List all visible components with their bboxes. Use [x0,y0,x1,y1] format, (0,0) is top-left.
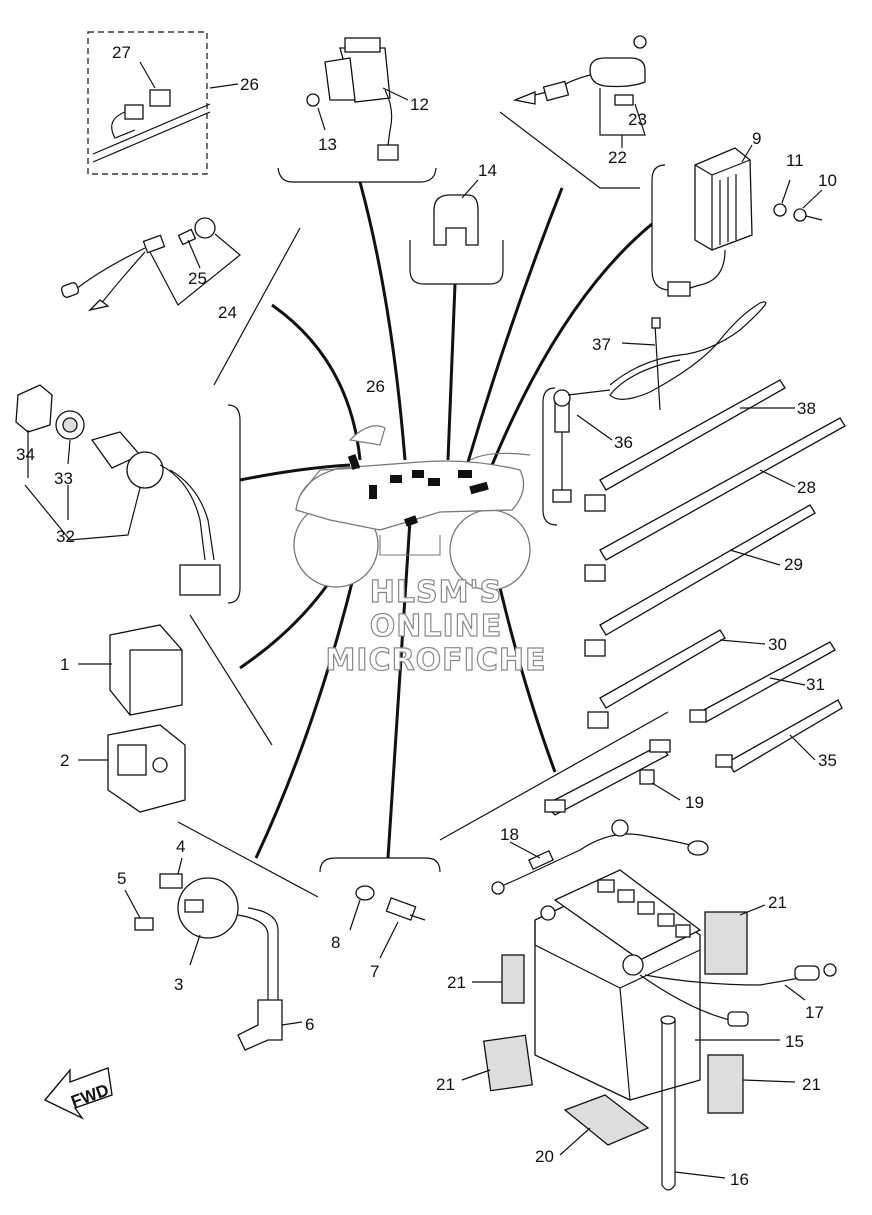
callout-36: 36 [614,433,633,452]
part-3-coil [177,877,283,1051]
callout-24: 24 [218,303,237,322]
part-24-lead [60,217,216,312]
callout-21-d: 21 [802,1075,821,1094]
part-35-cable-tie [715,699,843,773]
callout-21-c: 21 [436,1075,455,1094]
callout-18: 18 [500,825,519,844]
fwd-arrow-icon: FWD [43,1067,113,1120]
callout-19: 19 [685,793,704,812]
callout-3: 3 [174,975,183,994]
callout-9: 9 [752,129,761,148]
callout-10: 10 [818,171,837,190]
callout-7: 7 [370,962,379,981]
part-2-holder [107,724,186,813]
part-7-switch [385,897,426,921]
callout-6: 6 [305,1015,314,1034]
callout-32: 32 [56,527,75,546]
part-17-cable [639,963,837,1027]
part-1-relay-unit [109,624,183,716]
callout-1: 1 [60,655,69,674]
callout-4: 4 [176,837,185,856]
part-14-cover [433,194,479,246]
callout-17: 17 [805,1003,824,1022]
watermark-line-2: ONLINE [370,609,503,644]
callout-28: 28 [797,478,816,497]
part-4-bolt [159,873,183,889]
part-16-tube [660,1015,676,1191]
part-37-cable [609,301,767,411]
callout-16: 16 [730,1170,749,1189]
callout-37: 37 [592,335,611,354]
part-18-cable [491,819,709,895]
part-32-ignition-switch [15,384,221,596]
watermark-line-3: MICROFICHE [326,643,547,678]
part-20-pad [563,1094,650,1146]
watermark-line-1: HLSM'S [370,575,502,610]
callout-26-b: 26 [366,377,385,396]
part-9-cdi-unit [667,147,823,297]
callout-21-b: 21 [447,973,466,992]
part-21-pad-bottom-right [707,1054,744,1114]
part-31-cable-tie [689,641,836,723]
callout-30: 30 [768,635,787,654]
callout-14: 14 [478,161,497,180]
callout-25: 25 [188,269,207,288]
part-29-cable-tie [584,504,816,657]
callout-12: 12 [410,95,429,114]
part-30-cable-tie [587,629,726,729]
part-27-connector [111,89,171,139]
part-36-switch [552,389,611,503]
part-38-cable-tie [584,379,786,512]
callout-21-a: 21 [768,893,787,912]
part-21-pad-top-right [704,911,748,975]
callout-26-a: 26 [240,75,259,94]
callout-35: 35 [818,751,837,770]
callout-labels: 1 2 3 4 5 6 7 8 9 10 11 12 13 14 15 16 1… [16,43,837,1189]
callout-22: 22 [608,148,627,167]
callout-20: 20 [535,1147,554,1166]
part-5-bolt [134,917,154,931]
callout-13: 13 [318,135,337,154]
callout-11: 11 [786,151,804,170]
callout-31: 31 [806,675,825,694]
callout-27: 27 [112,43,131,62]
part-8-washer [355,885,375,901]
callout-15: 15 [785,1032,804,1051]
callout-8: 8 [331,933,340,952]
callout-23: 23 [628,110,647,129]
callout-5: 5 [117,869,126,888]
part-12-starter-relay [306,37,399,161]
callout-2: 2 [60,751,69,770]
callout-33: 33 [54,469,73,488]
part-21-pad-left [501,954,525,1004]
part-27-dashed-box [87,31,208,175]
part-21-pad-bottom-left [482,1034,534,1092]
part-28-cable-tie [584,417,846,582]
callout-34: 34 [16,445,35,464]
atv-silhouette [293,425,531,591]
part-22-sensor [512,35,647,106]
callout-29: 29 [784,555,803,574]
callout-38: 38 [797,399,816,418]
part-19-bracket [543,739,671,816]
part-15-battery [534,869,702,1101]
